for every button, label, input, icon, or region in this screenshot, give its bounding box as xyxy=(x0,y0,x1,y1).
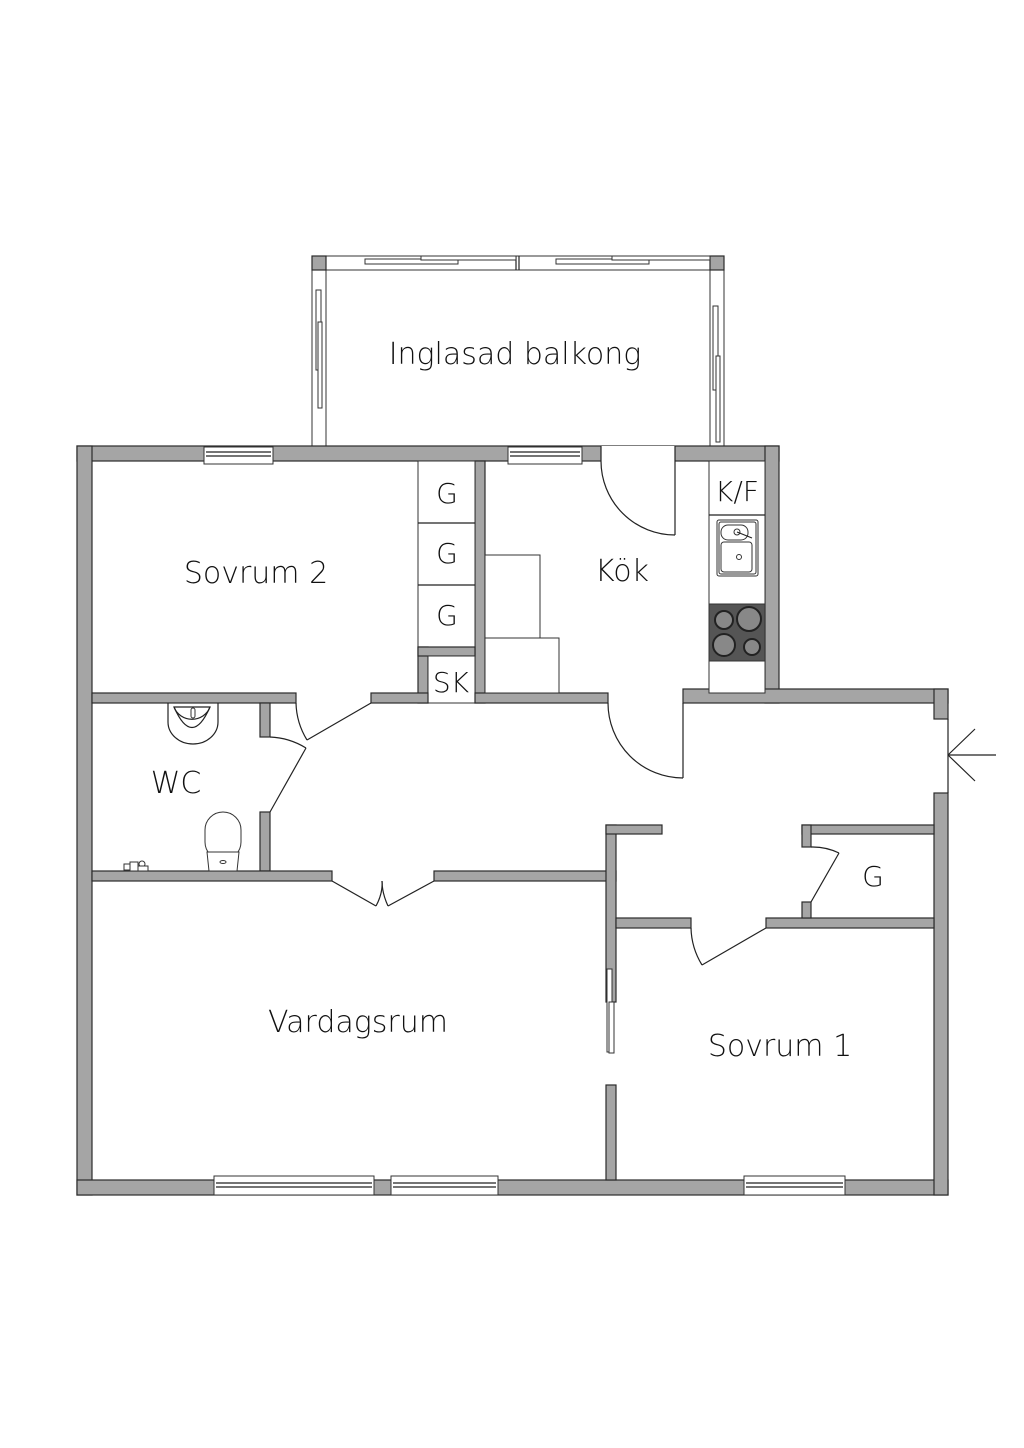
hall-closet-label: G xyxy=(862,860,884,893)
room-label-balcony: Inglasad balkong xyxy=(389,337,642,372)
hall-closet-door[interactable] xyxy=(810,846,840,903)
room-label-kitchen: Kök xyxy=(595,554,649,589)
bedroom1-door[interactable] xyxy=(690,927,767,966)
wc-door[interactable] xyxy=(269,736,307,813)
closet-label-1: G xyxy=(436,477,458,510)
interior-walls xyxy=(91,460,935,1181)
doors xyxy=(269,702,840,1054)
kitchen-fixtures xyxy=(484,460,766,694)
stove-icon xyxy=(708,603,766,662)
entrance-arrow-icon xyxy=(947,728,996,782)
washbasin-icon xyxy=(167,703,219,745)
living-double-door[interactable] xyxy=(331,880,435,907)
bedroom2-door[interactable] xyxy=(295,702,372,741)
kitchen-hall-door[interactable] xyxy=(607,702,684,779)
glazed-balcony xyxy=(311,255,725,447)
cleaning-closet-label: SK xyxy=(433,666,470,699)
fridge-freezer-label: K/F xyxy=(715,475,759,508)
entrance[interactable] xyxy=(947,719,996,793)
room-label-bedroom-2: Sovrum 2 xyxy=(184,556,328,591)
kitchen-balcony-door[interactable] xyxy=(600,446,676,536)
sliding-door[interactable] xyxy=(606,968,615,1054)
room-label-living-room: Vardagsrum xyxy=(268,1005,448,1040)
closet-label-2: G xyxy=(436,537,458,570)
room-labels: Inglasad balkong Sovrum 2 Kök WC Vardags… xyxy=(151,337,884,1064)
room-label-wc: WC xyxy=(151,766,202,801)
closet-label-3: G xyxy=(436,599,458,632)
toilet-icon xyxy=(204,811,242,872)
floor-drain-icon xyxy=(123,860,149,872)
windows xyxy=(203,446,846,1196)
sink-icon xyxy=(716,519,759,577)
room-label-bedroom-1: Sovrum 1 xyxy=(708,1029,852,1064)
wc-fixtures xyxy=(123,703,242,872)
